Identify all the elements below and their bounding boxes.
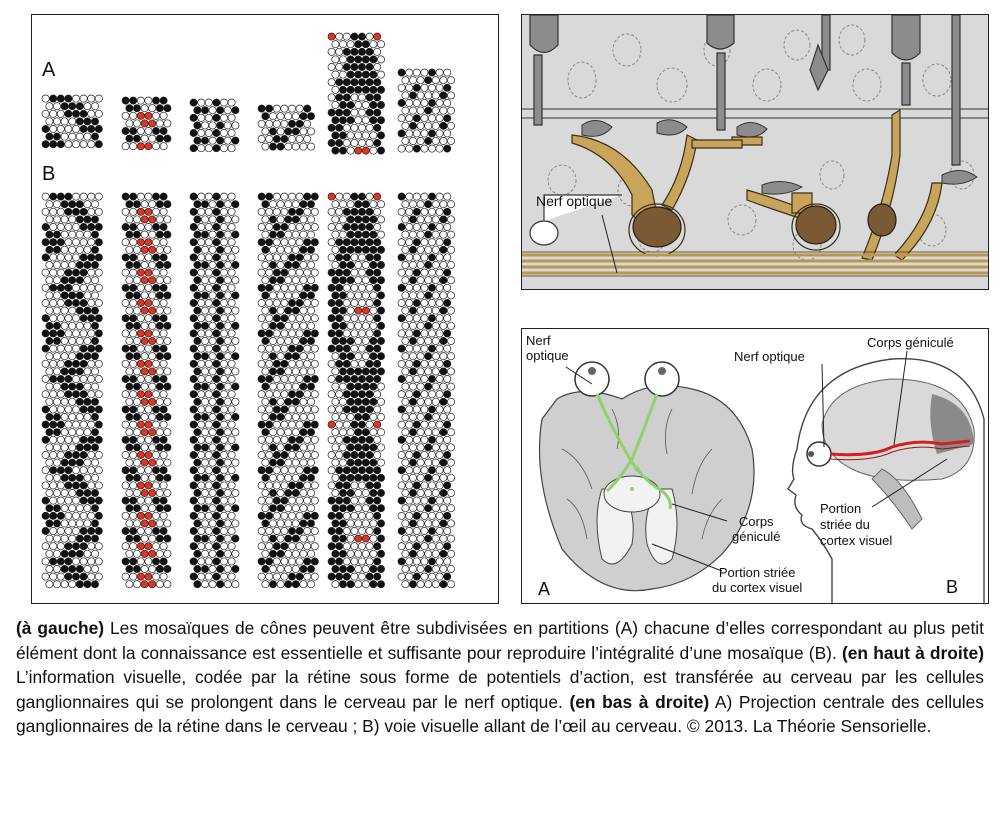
retina-drawing — [522, 15, 988, 277]
mosaic-strip — [397, 68, 455, 153]
mosaic-strip — [327, 32, 385, 155]
panel-b-letter: B — [946, 577, 959, 597]
figure-caption: (à gauche) Les mosaïques de cônes peuven… — [16, 616, 984, 739]
label-b: B — [42, 163, 56, 185]
mosaic-strip — [397, 192, 455, 589]
mosaic-drawing — [41, 32, 455, 589]
caption-left-marker: (à gauche) — [16, 618, 105, 638]
optic-nerve-label: Nerf optique — [536, 193, 613, 209]
mosaic-strip — [327, 192, 385, 589]
brain-drawing — [538, 350, 985, 603]
visual-pathway-panel: Nerf optique Corps géniculé Portion stri… — [521, 328, 989, 604]
mosaic-strip — [257, 104, 315, 151]
caption-top-right-text: L’information visuelle, codée par la rét… — [16, 667, 984, 712]
optic-nerve-b-label: Nerf optique — [734, 349, 805, 364]
geniculate-a-label: Corps géniculé — [732, 514, 781, 544]
mosaic-strip — [41, 94, 103, 149]
striate-cortex-a-label: Portion striée du cortex visuel — [712, 565, 803, 595]
retina-neurons-panel: Nerf optique — [521, 14, 989, 290]
mosaic-strip — [257, 192, 319, 589]
mosaic-strip — [121, 96, 172, 151]
optic-nerve-a-label: Nerf optique — [526, 333, 569, 363]
label-a: A — [42, 59, 56, 81]
caption-top-right-marker: (en haut à droite) — [841, 642, 984, 663]
cone-mosaic-panel: A B — [31, 14, 499, 604]
mosaic-strip — [121, 192, 172, 589]
mosaic-strip — [189, 192, 240, 589]
mosaic-strip — [41, 192, 103, 589]
caption-bottom-right-marker: (en bas à droite) — [569, 691, 710, 712]
caption-bottom-right-text: A) Projection centrale des cellules gang… — [16, 691, 984, 737]
mosaic-strip — [189, 98, 240, 153]
striate-cortex-b-label: Portion striée du cortex visuel — [820, 501, 893, 548]
geniculate-b-label: Corps géniculé — [867, 335, 954, 350]
panel-a-letter: A — [538, 579, 551, 599]
caption-left-text: Les mosaïques de cônes peuvent être subd… — [16, 618, 984, 663]
